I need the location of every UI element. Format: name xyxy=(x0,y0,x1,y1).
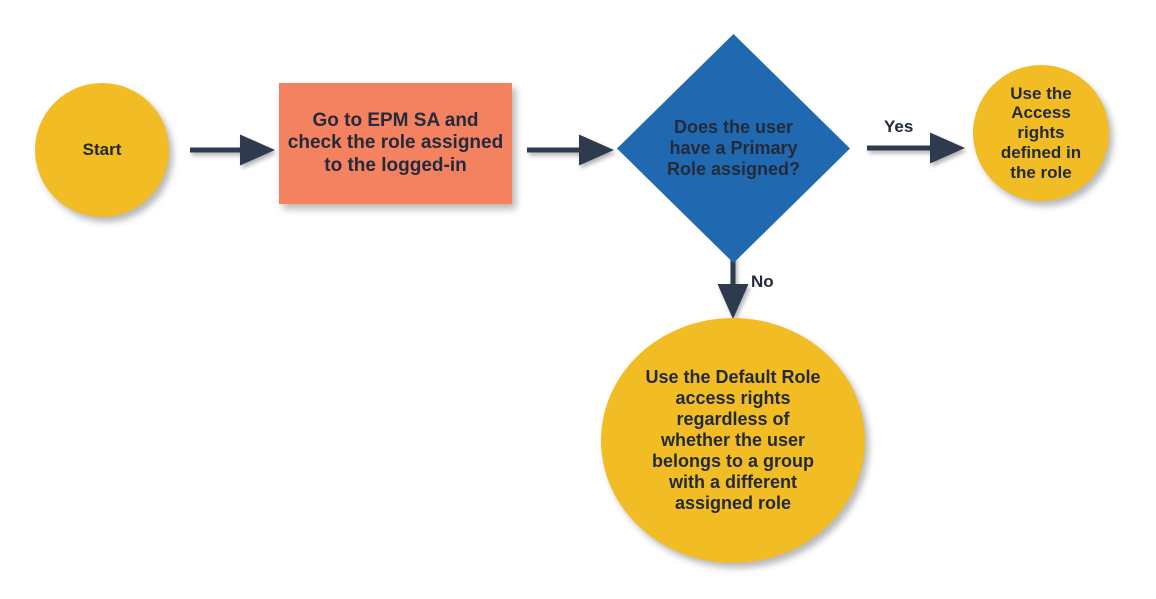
node-outcome-yes[interactable]: Use the Access rights defined in the rol… xyxy=(973,65,1109,201)
node-process[interactable]: Go to EPM SA and check the role assigned… xyxy=(279,83,512,204)
node-outcome-no-label: Use the Default Role access rights regar… xyxy=(645,367,821,513)
edge-label-yes: Yes xyxy=(884,117,914,136)
node-decision-label: Does the user have a Primary Role assign… xyxy=(666,117,801,179)
node-outcome-yes-label: Use the Access rights defined in the rol… xyxy=(1000,83,1082,182)
edge-label-no: No xyxy=(751,272,774,291)
node-outcome-no[interactable]: Use the Default Role access rights regar… xyxy=(601,318,865,563)
node-start-label: Start xyxy=(82,140,122,160)
node-start[interactable]: Start xyxy=(35,83,169,217)
node-decision[interactable]: Does the user have a Primary Role assign… xyxy=(617,34,850,263)
node-process-label: Go to EPM SA and check the role assigned… xyxy=(287,110,504,176)
